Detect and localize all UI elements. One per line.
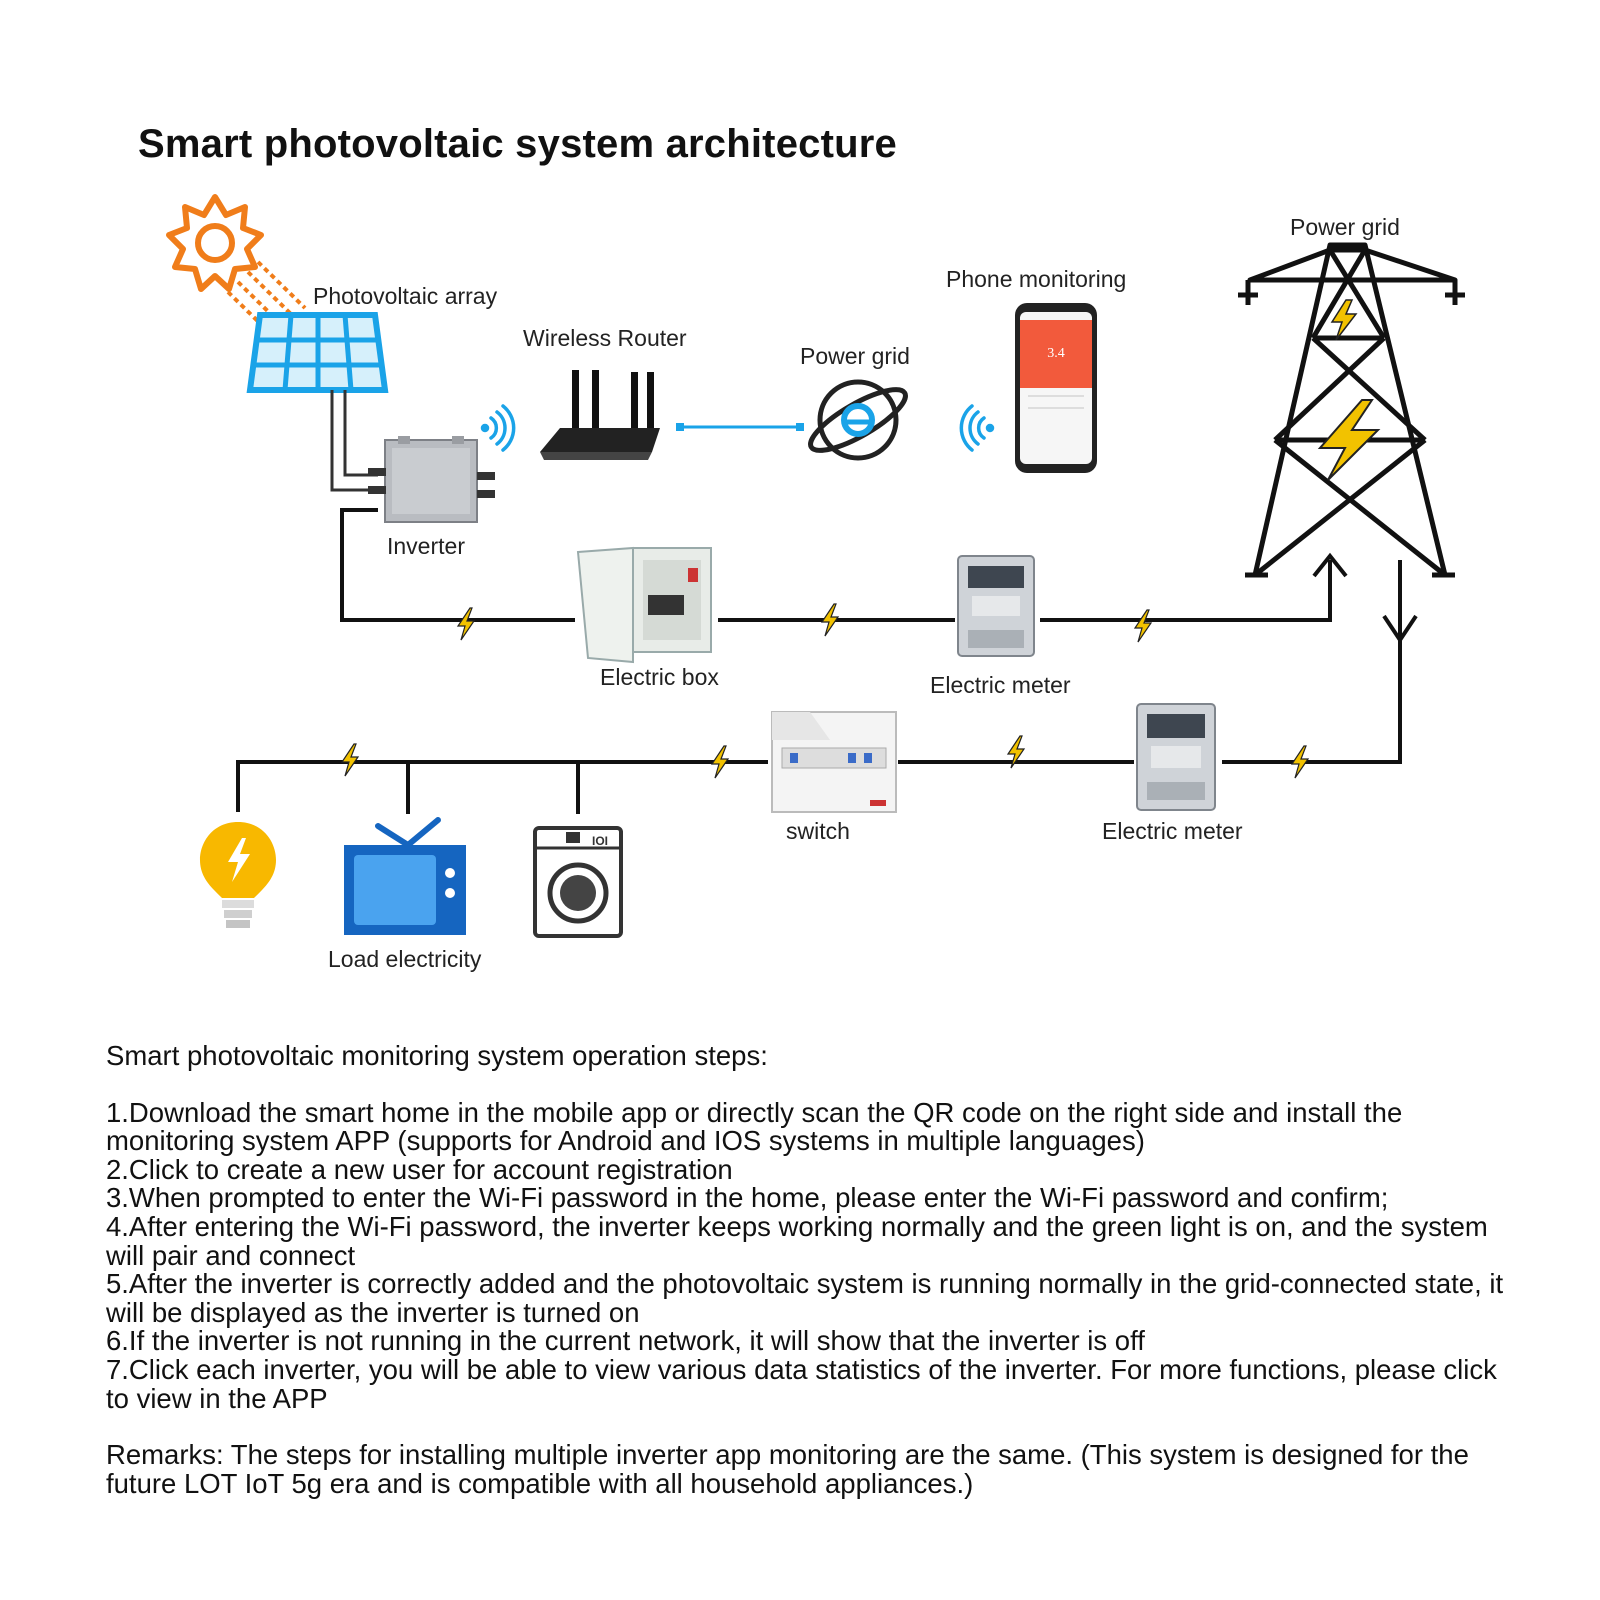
electric-box-icon: [576, 546, 712, 664]
label-switch: switch: [786, 818, 850, 844]
wifi-signal-icon: [480, 404, 516, 452]
lightning-icon: [821, 603, 839, 637]
architecture-diagram: 3.4: [166, 194, 1465, 938]
remarks: Remarks: The steps for installing multip…: [106, 1439, 1469, 1499]
inverter-icon: [368, 436, 495, 523]
step-item: 2.Click to create a new user for account…: [106, 1153, 733, 1185]
step-item: 4.After entering the Wi-Fi password, the…: [106, 1210, 1488, 1271]
dc-wires: [330, 390, 378, 492]
lightning-icon: [1291, 745, 1309, 779]
phone-icon: 3.4: [1015, 303, 1097, 473]
sun-icon: [166, 194, 264, 292]
label-electric-meter-bottom: Electric meter: [1102, 818, 1243, 844]
lower-power-line: [236, 560, 1418, 814]
step-item: 1.Download the smart home in the mobile …: [106, 1096, 1403, 1157]
label-electric-box: Electric box: [600, 664, 719, 690]
lightning-icon: [711, 745, 729, 779]
label-power-grid-tower: Power grid: [1290, 214, 1400, 240]
label-power-grid-cloud: Power grid: [800, 343, 910, 369]
upper-power-line: [340, 508, 1348, 622]
washing-machine-icon: IOI: [533, 826, 623, 938]
tv-icon: [344, 817, 466, 935]
electric-meter-icon: [957, 555, 1035, 657]
operation-steps: Smart photovoltaic monitoring system ope…: [106, 1040, 1526, 1499]
electric-meter-icon: [1136, 703, 1216, 811]
label-inverter: Inverter: [387, 533, 465, 559]
lightning-icon: [457, 607, 475, 641]
step-item: 6.If the inverter is not running in the …: [106, 1325, 1145, 1357]
label-photovoltaic-array: Photovoltaic array: [313, 283, 498, 309]
solar-panel-icon: [246, 312, 389, 393]
light-bulb-icon: [200, 822, 276, 928]
label-phone-monitoring: Phone monitoring: [946, 266, 1127, 292]
lightning-icon: [341, 743, 359, 777]
page-title: Smart photovoltaic system architecture: [138, 122, 897, 166]
network-link: [676, 423, 804, 431]
steps-heading: Smart photovoltaic monitoring system ope…: [106, 1040, 768, 1071]
switch-box-icon: [771, 711, 897, 813]
power-tower-icon: [1238, 242, 1465, 578]
globe-icon: [808, 379, 908, 461]
phone-signal-icon: [959, 404, 995, 452]
label-wireless-router: Wireless Router: [523, 325, 687, 351]
lightning-icon: [1134, 609, 1152, 643]
step-item: 7.Click each inverter, you will be able …: [106, 1353, 1497, 1414]
washer-panel-text: IOI: [592, 834, 608, 848]
tower-lightning-icon: [1317, 299, 1381, 481]
step-item: 5.After the inverter is correctly added …: [106, 1268, 1504, 1328]
step-item: 3.When prompted to enter the Wi-Fi passw…: [106, 1182, 1389, 1214]
label-load-electricity: Load electricity: [328, 946, 482, 972]
router-icon: [540, 370, 660, 460]
label-electric-meter-top: Electric meter: [930, 672, 1071, 698]
phone-screen-value: 3.4: [1047, 346, 1065, 361]
